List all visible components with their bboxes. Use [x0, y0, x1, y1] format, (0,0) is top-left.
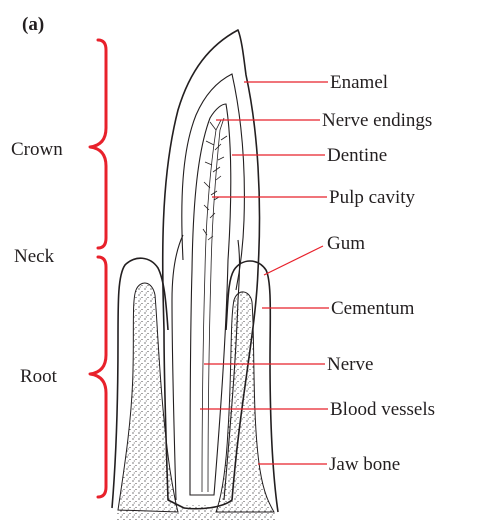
nerve-line	[202, 130, 216, 492]
blood-vessels-label: Blood vessels	[330, 399, 435, 420]
jaw-bone-right	[216, 292, 274, 512]
nerve-label: Nerve	[327, 354, 373, 375]
cementum-line-left	[172, 235, 183, 500]
panel-label: (a)	[22, 14, 44, 35]
root-label: Root	[20, 366, 58, 387]
gum-leader	[264, 246, 323, 275]
crown-label: Crown	[11, 139, 63, 160]
nerve-endings-label: Nerve endings	[322, 110, 432, 131]
crown-brace	[90, 40, 106, 248]
jaw-bone-label: Jaw bone	[329, 454, 400, 475]
pulp-cavity-label: Pulp cavity	[329, 187, 416, 208]
cementum-label: Cementum	[331, 298, 415, 319]
enamel-label: Enamel	[330, 72, 388, 93]
enamel-inner-line	[182, 74, 245, 290]
root-brace	[90, 257, 106, 497]
jaw-bone-left	[118, 283, 178, 512]
dentine-label: Dentine	[327, 145, 387, 166]
neck-label: Neck	[14, 246, 55, 267]
gum-label: Gum	[327, 233, 365, 254]
